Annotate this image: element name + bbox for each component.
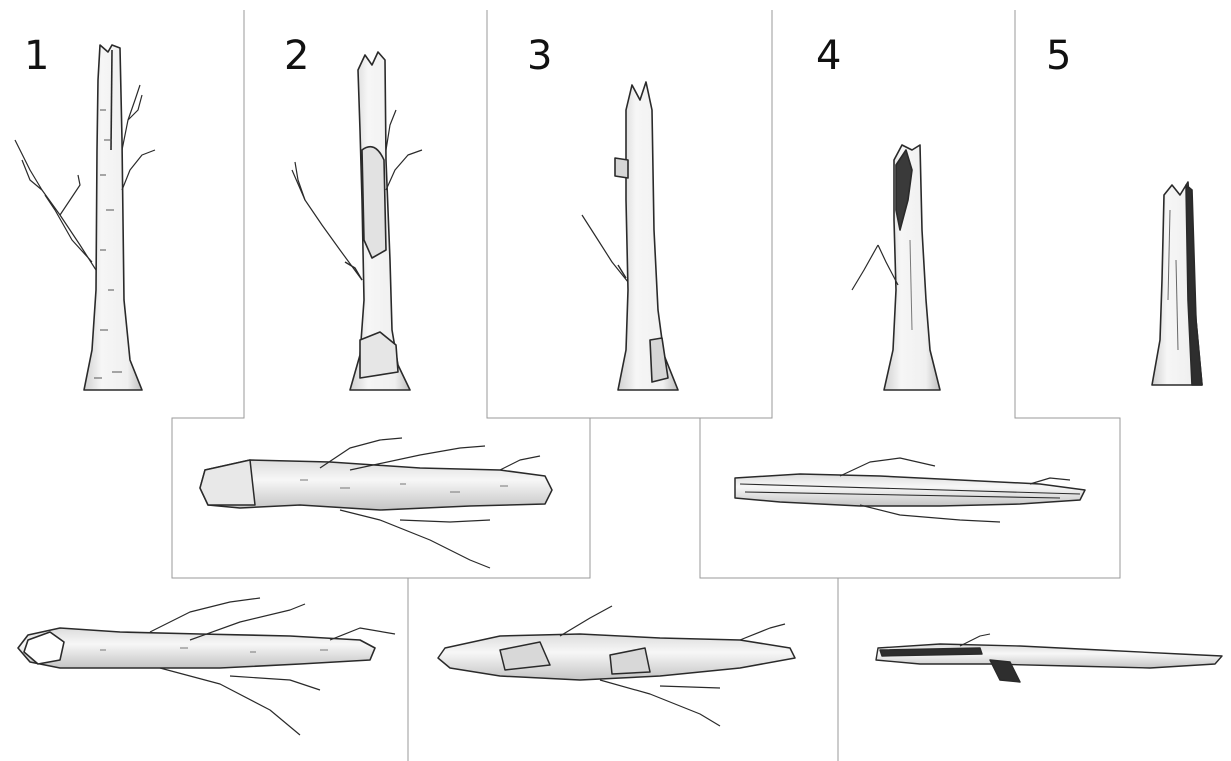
stage-label-2: 2	[284, 36, 309, 76]
stage-label-5: 5	[1046, 36, 1071, 76]
fallen-log-bottom-right	[876, 634, 1222, 682]
fallen-log-bottom-middle	[438, 606, 795, 726]
stage-label-1: 1	[24, 36, 49, 76]
fallen-log-middle-right	[735, 458, 1085, 522]
standing-tree-stage-3	[582, 82, 678, 390]
fallen-log-middle-left	[200, 438, 552, 568]
standing-tree-stage-1	[15, 45, 155, 390]
standing-stump-stage-5	[1152, 182, 1202, 385]
stage-label-4: 4	[816, 36, 841, 76]
fallen-log-bottom-left	[18, 598, 395, 735]
standing-tree-stage-2	[292, 52, 422, 390]
stage-label-3: 3	[527, 36, 552, 76]
standing-tree-stage-4	[852, 145, 940, 390]
